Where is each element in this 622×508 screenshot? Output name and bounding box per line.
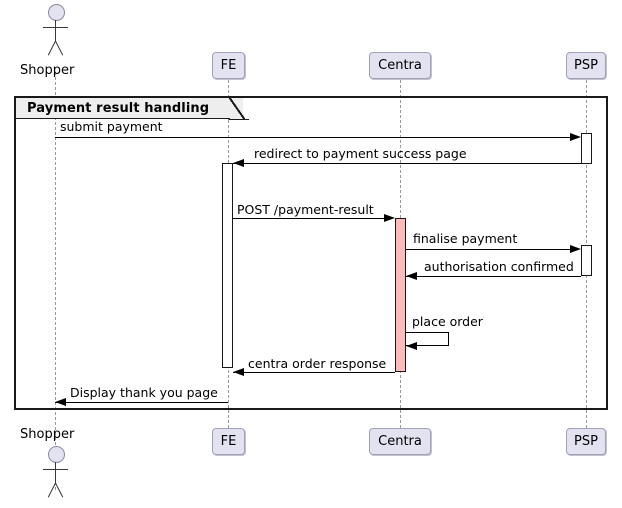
- message-arrowhead-display-thank-you-page: [55, 397, 66, 406]
- participant-centra-bottom[interactable]: Centra: [369, 428, 431, 455]
- group-frame-header: Payment result handling: [16, 98, 244, 119]
- participant-psp-bottom[interactable]: PSP: [566, 428, 606, 455]
- participant-fe-top[interactable]: FE: [212, 52, 245, 79]
- message-arrowhead-authorisation-confirmed: [406, 271, 417, 280]
- activation-psp-1: [581, 133, 592, 164]
- message-arrowhead-place-order: [406, 341, 417, 350]
- activation-centra-1: [395, 218, 406, 372]
- participant-fe-bottom[interactable]: FE: [212, 428, 245, 455]
- participant-label-shopper-top: Shopper: [20, 63, 75, 78]
- message-label-place-order: place order: [412, 314, 483, 329]
- group-frame-tab-diagonal-icon: [229, 97, 245, 120]
- message-label-finalise-payment: finalise payment: [413, 231, 518, 246]
- participant-label-shopper-bottom: Shopper: [20, 427, 75, 442]
- participant-psp-top[interactable]: PSP: [566, 52, 606, 79]
- actor-shopper-bottom[interactable]: [43, 446, 68, 500]
- actor-shopper-top[interactable]: [43, 4, 68, 58]
- group-frame-tab-underline: [16, 118, 230, 119]
- message-label-submit-payment: submit payment: [60, 119, 163, 134]
- group-frame-payment-result-handling: [14, 96, 608, 410]
- actor-body-icon: [55, 20, 56, 42]
- message-line-authorisation-confirmed: [406, 276, 581, 277]
- message-line-centra-order-response: [233, 372, 395, 373]
- participant-centra-top[interactable]: Centra: [369, 52, 431, 79]
- message-label-post-payment-result: POST /payment-result: [237, 202, 374, 217]
- actor-right-leg-icon: [55, 40, 64, 56]
- message-line-post-payment-result: [233, 218, 384, 219]
- message-arrowhead-centra-order-response: [233, 367, 244, 376]
- actor-left-leg-icon: [47, 482, 56, 498]
- message-arrowhead-redirect-to-payment-success-page: [233, 158, 244, 167]
- message-line-display-thank-you-page: [55, 402, 228, 403]
- message-label-display-thank-you-page: Display thank you page: [70, 385, 218, 400]
- message-line-redirect-to-payment-success-page: [233, 163, 581, 164]
- actor-head-icon: [48, 4, 65, 21]
- actor-left-leg-icon: [47, 40, 56, 56]
- message-label-redirect-to-payment-success-page: redirect to payment success page: [254, 146, 467, 161]
- actor-body-icon: [55, 462, 56, 484]
- message-self-loop-place-order: [406, 332, 449, 346]
- message-line-submit-payment: [55, 137, 577, 138]
- actor-head-icon: [48, 446, 65, 463]
- message-label-centra-order-response: centra order response: [248, 356, 387, 371]
- actor-arms-icon: [43, 469, 68, 470]
- group-frame-title: Payment result handling: [27, 101, 210, 116]
- message-arrowhead-submit-payment: [570, 132, 581, 141]
- activation-psp-2: [581, 245, 592, 276]
- actor-right-leg-icon: [55, 482, 64, 498]
- lifeline-shopper: [55, 72, 56, 490]
- message-arrowhead-finalise-payment: [570, 244, 581, 253]
- activation-fe-1: [222, 163, 233, 368]
- message-label-authorisation-confirmed: authorisation confirmed: [424, 259, 574, 274]
- message-line-finalise-payment: [406, 249, 570, 250]
- actor-arms-icon: [43, 27, 68, 28]
- message-arrowhead-post-payment-result: [384, 213, 395, 222]
